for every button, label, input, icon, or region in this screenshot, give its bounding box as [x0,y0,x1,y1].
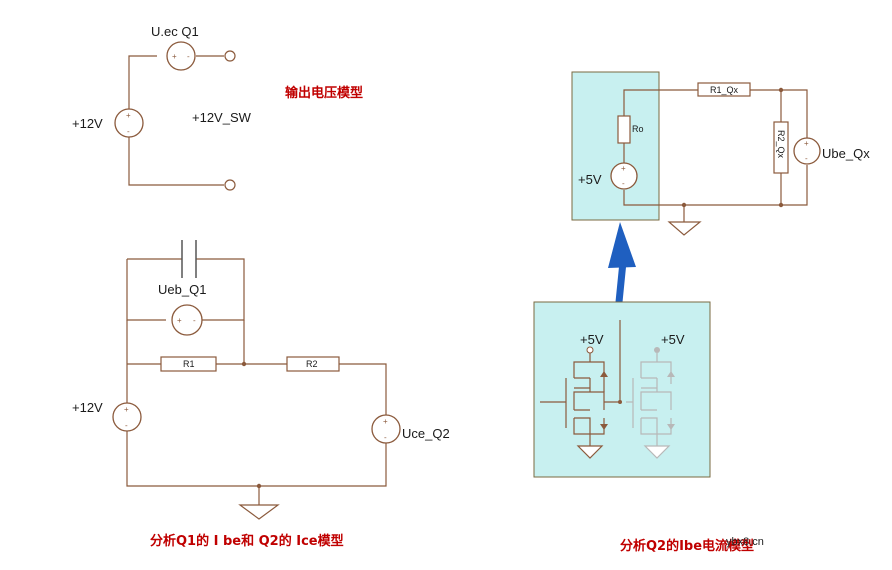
source-uce-q2: + - [371,414,401,444]
svg-text:+: + [172,52,177,61]
svg-text:+: + [126,111,131,120]
svg-text:-: - [384,433,387,442]
circuit2-wires-main [126,320,387,487]
capacitor-c1 [181,240,197,278]
svg-text:+: + [804,139,809,148]
title-output-voltage-model: 输出电压模型 [285,85,363,101]
arrow-up-icon [608,222,636,303]
label-12v-source: +12V [72,116,103,131]
svg-text:-: - [125,421,128,430]
source-12v-ibe: + - [112,402,142,432]
resistor-r2-qx [773,121,789,174]
label-ueb-q1: Ueb_Q1 [158,282,206,297]
inverter-right-ghost [626,347,675,459]
label-net-12v-sw: +12V_SW [192,110,252,125]
ground-symbol-ibe [238,486,280,520]
label-uce-q2: Uce_Q2 [402,426,450,441]
circuit-ibe-ice-model: + - + - + - Ueb_Q1 +12V R1 R2 Uce_Q2 分析Q… [72,240,450,549]
circuit-cmos-stage: +5V +5V 分析Q2的Ibe电流模型 [533,301,754,554]
circuit-output-voltage-model: + - + - U.ec Q1 +12V +12V_SW 输出电压模型 [72,24,363,191]
terminal-output [224,50,236,62]
panel-cmos-stage [533,301,711,478]
svg-text:+: + [177,316,182,325]
svg-text:-: - [127,127,130,136]
circuit1-wires [128,55,224,186]
label-vcc-left: +5V [580,332,604,347]
svg-text:-: - [805,154,808,163]
resistor-r2 [286,356,340,372]
source-uec-q1: + - [166,41,196,71]
ground-symbol-equivalent [667,205,702,236]
title-ibe-current-model: 分析Q2的Ibe电流模型 [620,538,754,554]
source-12v-output: + - [114,108,144,138]
title-ibe-ice-model: 分析Q1的 I be和 Q2的 Ice模型 [150,533,344,549]
label-ro: Ro [632,124,644,134]
svg-text:-: - [193,316,196,325]
watermark: ybx8.cn [726,536,764,548]
junction-r1-r2 [241,361,247,367]
label-12v-ibe: +12V [72,400,103,415]
resistor-r1 [160,356,217,372]
svg-text:+: + [124,405,129,414]
svg-text:-: - [622,179,625,188]
inverter-left [540,320,622,459]
label-vcc-right: +5V [661,332,685,347]
label-r2: R2 [306,359,318,369]
resistor-ro [617,115,631,144]
circuit-equivalent-model: + - + - Ro +5V R1_Qx R2_Qx Ube_Qx [571,71,870,236]
label-r1: R1 [183,359,195,369]
label-ube-qx: Ube_Qx [822,146,870,161]
svg-text:-: - [187,52,190,61]
label-5v-equivalent: +5V [578,172,602,187]
source-ube-qx: + - [793,137,821,165]
label-uec-q1: U.ec Q1 [151,24,199,39]
label-r2-qx: R2_Qx [776,130,786,159]
resistor-r1-qx [697,82,751,97]
terminal-ground [224,179,236,191]
source-ueb-q1: + - [171,304,203,336]
source-5v-equivalent: + - [610,162,638,190]
circuit3-wires [623,89,808,206]
panel-equivalent-source [571,71,660,221]
label-r1-qx: R1_Qx [710,85,739,95]
svg-text:+: + [383,417,388,426]
svg-text:+: + [621,164,626,173]
